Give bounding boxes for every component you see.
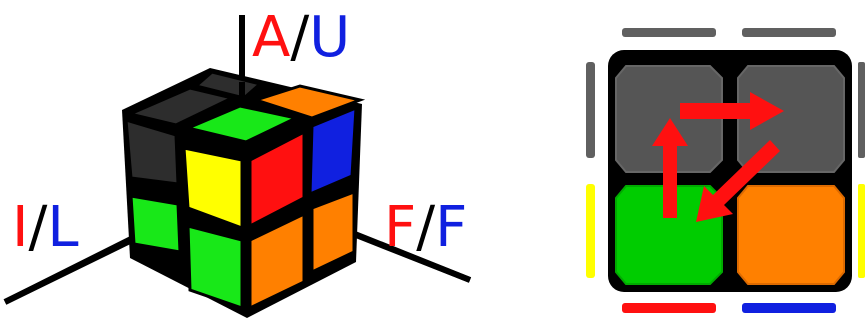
label-front-second: F [435,195,467,260]
arrow-diagonal-icon [696,140,780,222]
cycle-arrows [652,92,784,222]
tile-bottom-right [737,185,845,285]
edge-left-bottom [586,184,595,278]
left-axis-front [3,237,134,305]
cube-left-sticker-1 [124,117,180,186]
front-axis-front [354,232,472,283]
cube-left-sticker-4 [186,224,244,311]
edge-bottom-right [742,303,836,313]
arrow-up-icon [652,118,688,218]
cube-left-sticker-2 [182,146,244,231]
tile-top-left [615,65,723,173]
cube-left-sticker-3 [129,194,182,254]
edge-top-right [742,28,836,37]
edge-right-top [858,62,865,158]
cube-right-sticker-4 [310,189,356,275]
cube-right-sticker-3 [248,211,306,311]
label-front: F/F [384,195,467,260]
label-left-first: I [12,195,29,260]
label-left-second: L [47,195,78,260]
cube-top-sticker-back-left [125,86,237,127]
label-left-slash: / [29,195,48,260]
edge-bottom-left [622,303,716,313]
label-up-first: A [252,5,290,70]
cube-3d [3,15,472,318]
top-view [586,28,865,313]
edge-top-left [622,28,716,37]
cube-top-sticker-front-right [251,84,366,120]
cube-right-sticker-2 [308,105,358,197]
edge-right-bottom [858,184,865,278]
edge-left-top [586,62,595,158]
label-left: I/L [12,195,79,260]
tile-bottom-left [615,185,723,285]
label-up: A/U [252,5,350,70]
label-front-slash: / [416,195,435,260]
cube-top-sticker-front-left [183,104,301,144]
arrow-right-icon [680,92,784,130]
label-front-first: F [384,195,416,260]
label-up-slash: / [290,5,309,70]
label-up-second: U [309,5,350,70]
cube-right-sticker-1 [248,129,306,229]
